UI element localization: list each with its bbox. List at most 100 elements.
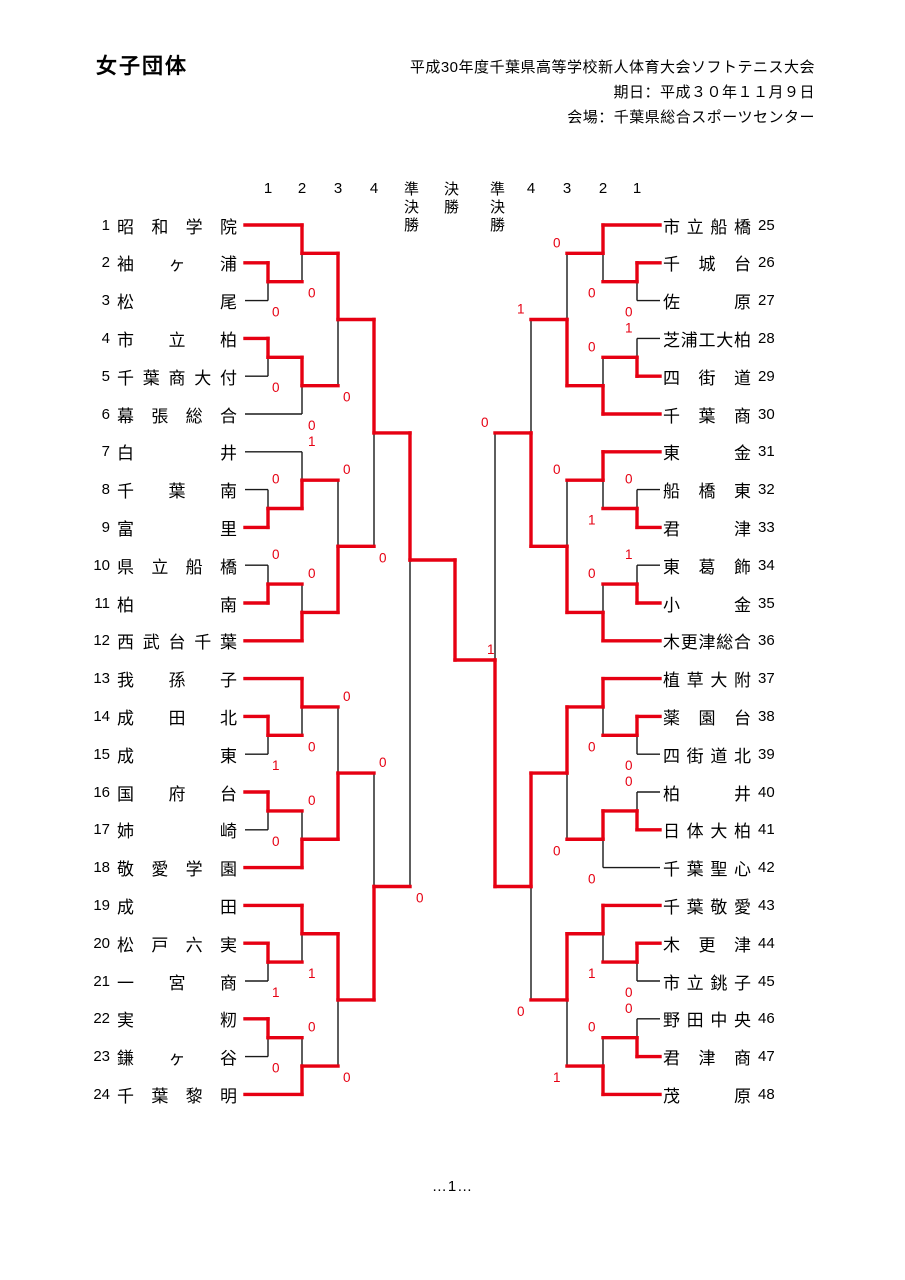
score-digit: 1 [625,547,633,562]
team-name: 白井 [117,444,237,464]
score-digit: 0 [308,793,316,808]
score-digit: 0 [272,1061,280,1076]
team-number: 40 [758,783,775,801]
page-number: …1… [431,1178,474,1195]
score-digit: 0 [588,739,596,754]
team-number: 41 [758,821,775,839]
team-name: 君津 [663,519,751,539]
team-number: 29 [758,367,775,385]
team-name: 鎌ヶ谷 [117,1049,237,1069]
team-name: 東金 [663,444,751,464]
team-row-12: 12 西武台千葉 [88,629,237,653]
team-number: 36 [758,632,775,650]
team-number: 34 [758,556,775,574]
team-number: 45 [758,972,775,990]
team-name: 四街道 [663,368,751,388]
score-digit: 0 [588,872,596,887]
team-name: 成田北 [117,708,237,728]
team-name: 県立船橋 [117,557,237,577]
score-digit: 1 [308,966,316,981]
score-digit: 0 [588,1020,596,1035]
team-name: 日体大柏 [663,822,751,842]
score-digit: 0 [272,547,280,562]
team-number: 48 [758,1085,775,1103]
team-number: 14 [93,707,110,725]
team-number: 11 [94,594,110,612]
round-column-label: 3 [333,180,343,197]
team-number: 38 [758,707,775,725]
score-digit: 1 [272,758,280,773]
team-number: 32 [758,481,775,499]
team-name: 西武台千葉 [117,633,237,653]
team-number: 16 [93,783,110,801]
team-number: 4 [101,329,110,347]
event-venue: 会場：千葉県総合スポーツセンター [567,109,815,126]
team-number: 12 [93,632,110,650]
team-name: 一宮商 [117,973,237,993]
team-row-30: 千葉商 30 [663,402,784,426]
team-number: 17 [93,821,110,839]
team-number: 10 [93,556,110,574]
team-row-14: 14 成田北 [88,704,237,728]
team-number: 20 [93,934,110,952]
team-name: 市立船橋 [663,217,751,237]
round-label-final: 決勝 [442,181,459,217]
page-title: 女子団体 [96,55,188,78]
team-number: 18 [93,859,110,877]
score-digit: 0 [379,755,387,770]
score-digit: 1 [517,302,525,317]
team-number: 1 [101,216,110,234]
team-number: 15 [93,745,110,763]
team-number: 39 [758,745,775,763]
score-digit: 1 [588,513,596,528]
score-digit: 0 [625,1001,633,1016]
team-name: 成田 [117,897,237,917]
round-column-label: 2 [297,180,307,197]
score-digit: 0 [625,774,633,789]
score-digit: 0 [343,462,351,477]
team-name: 姉崎 [117,822,237,842]
score-digit: 0 [625,985,633,1000]
team-number: 22 [93,1010,110,1028]
team-name: 小金 [663,595,751,615]
event-date: 期日：平成３０年１１月９日 [613,84,815,101]
team-number: 46 [758,1010,775,1028]
team-number: 30 [758,405,775,423]
team-number: 42 [758,859,775,877]
team-number: 6 [101,405,110,423]
score-digit: 0 [272,380,280,395]
team-name: 幕張総合 [117,406,237,426]
score-digit: 0 [416,891,424,906]
event-header: 平成30年度千葉県高等学校新人体育大会ソフトテニス大会 期日：平成３０年１１月９… [375,55,815,130]
round-column-label: 3 [562,180,572,197]
team-name: 柏井 [663,784,751,804]
team-name: 茂原 [663,1086,751,1106]
team-name: 市立柏 [117,330,237,350]
score-digit: 0 [588,339,596,354]
score-digit: 0 [625,305,633,320]
team-number: 28 [758,329,775,347]
team-name: 船橋東 [663,482,751,502]
team-row-4: 4 市立柏 [88,326,237,350]
team-name: 柏南 [117,595,237,615]
team-name: 千葉商 [663,406,751,426]
round-column-label: 1 [632,180,642,197]
score-digit: 0 [379,550,387,565]
round-label-semifinal-left: 準決勝 [402,181,419,235]
round-column-label: 1 [263,180,273,197]
